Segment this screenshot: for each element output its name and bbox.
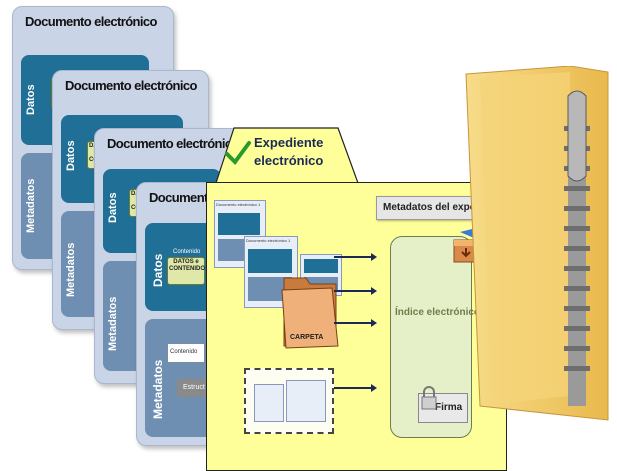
datos-label: Datos: [65, 140, 77, 171]
mini-document-5: [286, 380, 326, 422]
datos-label: Datos: [151, 253, 165, 287]
contenido-label: Contenido: [173, 249, 201, 255]
expediente-title: Expediente electrónico: [254, 134, 323, 170]
content-chip: DATOS e CONTENIDO: [167, 257, 205, 285]
check-icon: [225, 141, 251, 166]
metadatos-label: Metadatos: [151, 359, 165, 419]
carpeta-label: CARPETA: [290, 334, 324, 341]
arrow-4: [334, 384, 377, 392]
metadatos-label: Metadatos: [65, 242, 77, 297]
firma-label: Firma: [435, 402, 463, 413]
mini-datos: [218, 213, 260, 235]
zip-folder-icon: [465, 66, 609, 421]
expediente-title-line1: Expediente: [254, 135, 324, 150]
mini-doc-label: Documento electrónico 1: [246, 238, 291, 243]
arrow-1: [334, 253, 377, 261]
contenido-box: Contenido: [167, 343, 205, 363]
mini-datos: [248, 249, 292, 273]
expediente-title-line2: electrónico: [254, 153, 324, 168]
document-card-title: Documento electrónico: [25, 14, 157, 29]
folder-icon: [281, 277, 339, 349]
datos-label: Datos: [107, 192, 119, 223]
estructura-bar: Estruct: [177, 379, 213, 397]
datos-label: Datos: [25, 84, 37, 115]
mini-document-4: [254, 384, 284, 422]
arrow-2: [334, 287, 377, 295]
lock-icon: [421, 386, 437, 410]
mini-datos: [304, 259, 338, 273]
metadatos-label: Metadatos: [107, 296, 119, 351]
dashed-document-group: [244, 368, 334, 434]
contenido-text: Contenido: [170, 349, 198, 355]
estructura-text: Estruct: [183, 384, 205, 391]
metadatos-label: Metadatos: [25, 178, 37, 233]
arrow-3: [334, 319, 377, 327]
document-card-title: Documento electrónico: [107, 136, 239, 151]
document-card-title: Documento electrónico: [65, 78, 197, 93]
metadatos-expediente-label: Metadatos del expediente: [383, 202, 505, 213]
indice-electronico-label: Índice electrónico: [395, 307, 481, 318]
mini-doc-label: Documento electrónico 1: [216, 202, 261, 207]
